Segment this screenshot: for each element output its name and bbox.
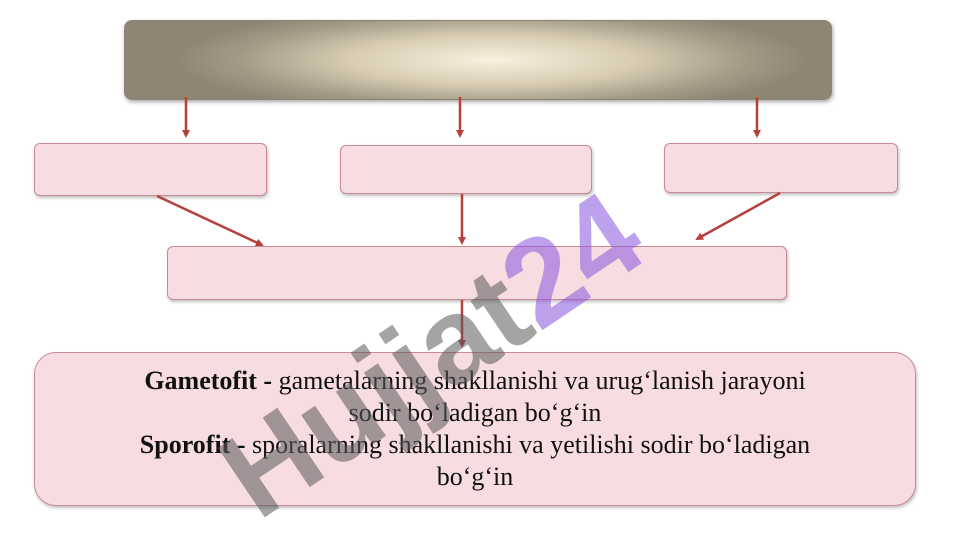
- arrow-left-to-center: [156, 194, 264, 247]
- sporofit-term: Sporofit -: [139, 430, 246, 459]
- center-box: [167, 246, 787, 300]
- gametofit-term: Gametofit -: [144, 366, 273, 395]
- gametofit-description-2: sodir bo‘ladigan bo‘g‘in: [348, 398, 602, 427]
- definition-box: Gametofit - gametalarning shakllanishi v…: [34, 352, 916, 506]
- left-box: [34, 143, 267, 196]
- sporofit-description-2: bo‘g‘in: [436, 462, 514, 491]
- top-title-box: [124, 20, 832, 100]
- sporofit-description-1: sporalarning shakllanishi va yetilishi s…: [245, 430, 811, 459]
- sporofit-line2: bo‘g‘in: [437, 461, 514, 493]
- sporofit-line1: Sporofit - sporalarning shakllanishi va …: [140, 429, 810, 461]
- gametofit-description-1: gametalarning shakllanishi va urug‘lanis…: [272, 366, 806, 395]
- arrow-right-to-center: [695, 191, 781, 241]
- middle-box: [340, 145, 592, 194]
- gametofit-line1: Gametofit - gametalarning shakllanishi v…: [144, 365, 805, 397]
- gametofit-line2: sodir bo‘ladigan bo‘g‘in: [349, 397, 602, 429]
- right-box: [664, 143, 898, 193]
